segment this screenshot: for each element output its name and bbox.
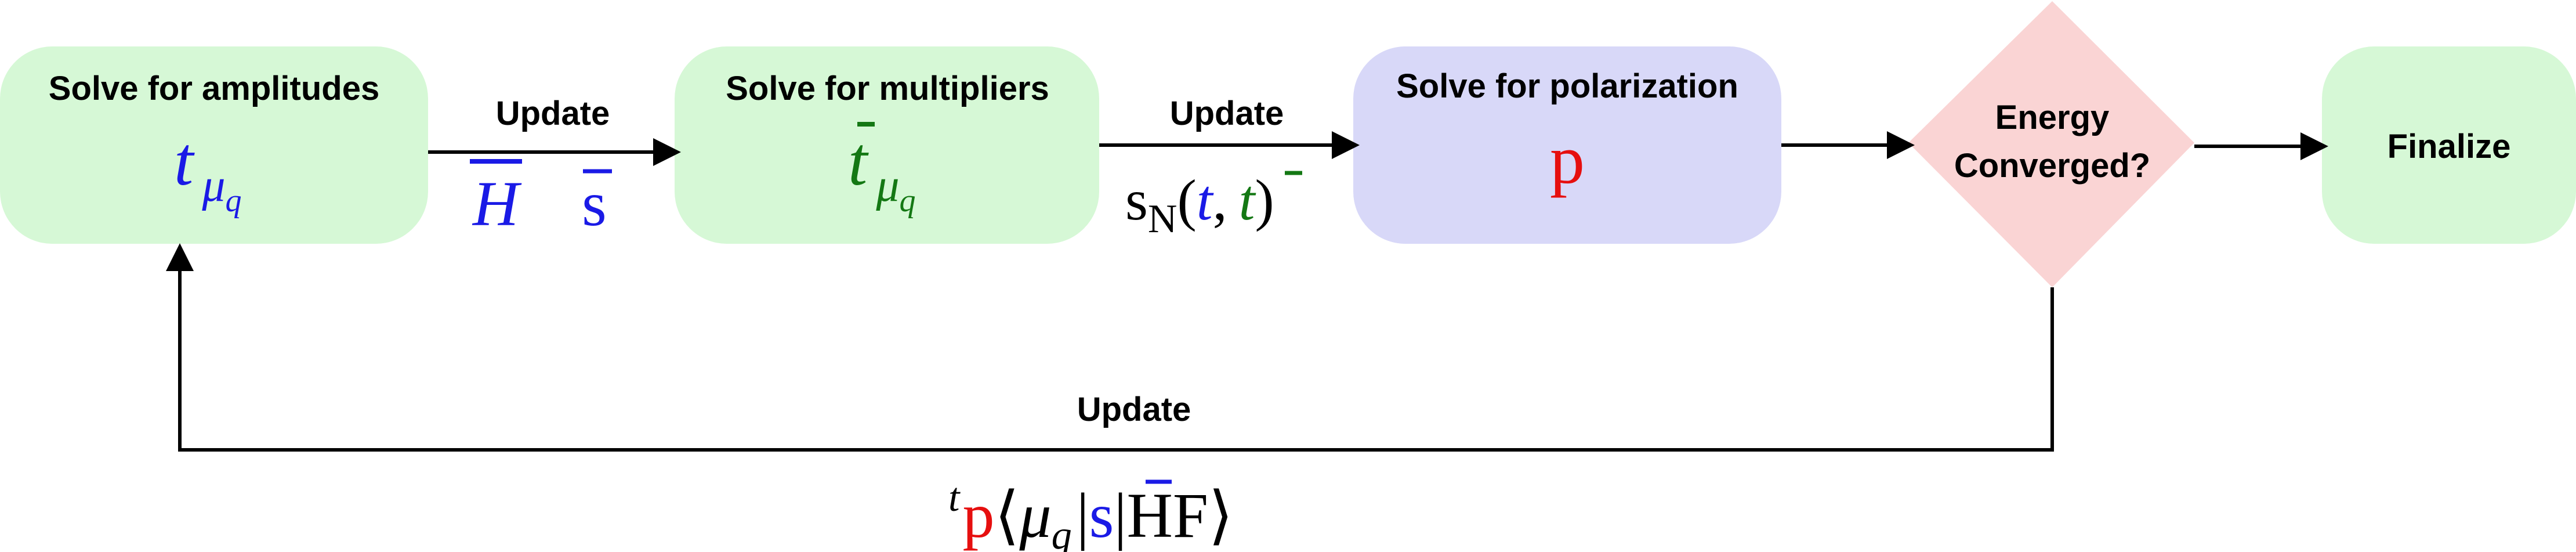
finalize-title: Finalize — [2387, 128, 2511, 165]
polarization-title: Solve for polarization — [1396, 67, 1738, 105]
update-label-2: Update — [1170, 95, 1284, 132]
h-bar-symbol: H — [472, 168, 522, 239]
finalize-box — [2322, 46, 2576, 244]
multipliers-title: Solve for multipliers — [726, 70, 1049, 107]
feedback-expression: tp⟨μq|s|HF⟩ — [948, 475, 1233, 552]
polarization-box — [1353, 46, 1781, 244]
converged-diamond — [1908, 1, 2194, 287]
feedback-loop-arrow — [166, 243, 2054, 452]
converged-line2: Converged? — [1954, 147, 2150, 185]
update-label-1: Update — [496, 95, 610, 132]
converged-line1: Energy — [1995, 99, 2110, 136]
sn-expression: sN(t,t) — [1125, 168, 1274, 241]
amplitudes-box — [0, 46, 428, 244]
multipliers-box — [675, 46, 1099, 244]
amplitudes-title: Solve for amplitudes — [49, 70, 379, 107]
s-bar-symbol: s — [582, 168, 607, 239]
update-label-3: Update — [1077, 391, 1191, 428]
polarization-symbol: p — [1550, 121, 1585, 198]
